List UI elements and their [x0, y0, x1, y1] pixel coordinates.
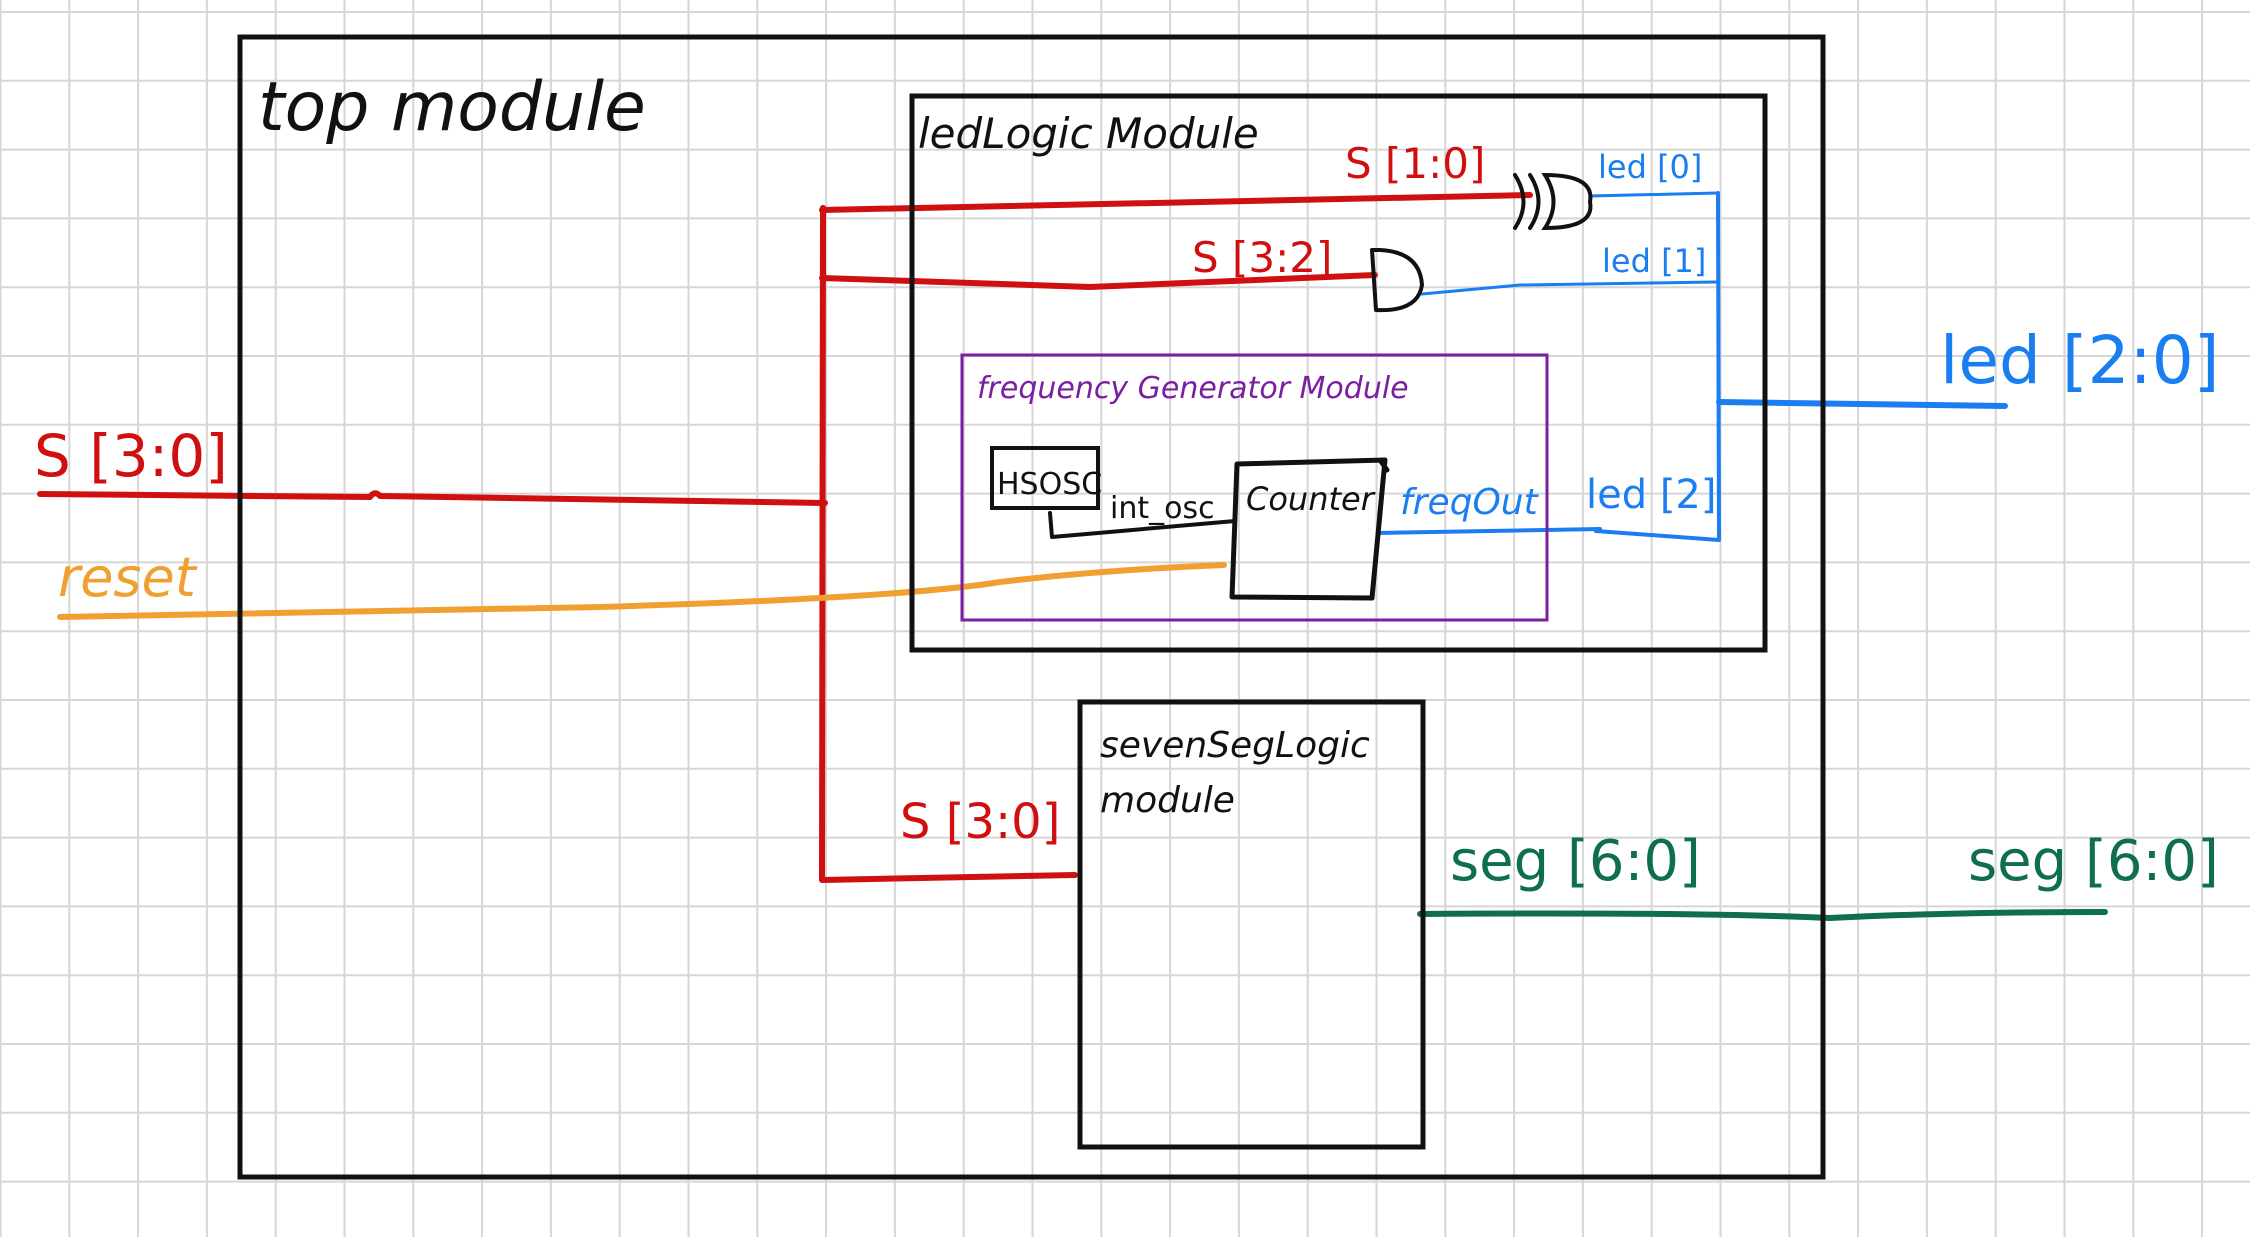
- reset-label: reset: [58, 546, 198, 609]
- led0-label: led [0]: [1598, 148, 1702, 186]
- xor-gate-icon: [1513, 172, 1593, 231]
- seven-seg-module-label: module: [1100, 780, 1235, 821]
- hsosc-label: HSOSC: [997, 467, 1102, 502]
- counter-box: [1229, 457, 1390, 601]
- led1-label: led [1]: [1602, 242, 1706, 280]
- led1-wire: [1420, 280, 1718, 296]
- seg-inner-label: seg [6:0]: [1450, 829, 1701, 894]
- freqout-label: freqOut: [1400, 482, 1540, 523]
- led-out-wire: [1716, 399, 2008, 409]
- and-gate-icon: [1370, 248, 1424, 313]
- top-module-label: top module: [258, 68, 646, 147]
- s-input-label: S [3:0]: [34, 422, 228, 490]
- s-input-wire: [37, 490, 828, 506]
- s-bus-trunk: [819, 205, 1078, 883]
- reset-wire: [57, 562, 1227, 620]
- led-collector: [1594, 191, 1721, 542]
- int-osc-wire: [1048, 511, 1237, 539]
- s-seg-label: S [3:0]: [900, 794, 1060, 850]
- hsosc-box: [990, 446, 1100, 510]
- led2-label: led [2]: [1586, 472, 1717, 518]
- led-logic-module-box: [909, 93, 1768, 653]
- s10-label: S [1:0]: [1345, 139, 1485, 188]
- frequency-generator-module-box: [960, 353, 1549, 622]
- led2-freqout-wire: [1376, 527, 1602, 535]
- led-logic-module-label: ledLogic Module: [918, 109, 1259, 158]
- int-osc-label: int_osc: [1110, 491, 1215, 526]
- seg-out-wire: [1417, 909, 2108, 921]
- counter-label: Counter: [1246, 480, 1376, 518]
- seven-seg-logic-label: sevenSegLogic: [1100, 725, 1370, 766]
- seven-seg-logic-module-box: [1077, 699, 1426, 1150]
- s32-label: S [3:2]: [1192, 233, 1332, 282]
- seg-out-label: seg [6:0]: [1968, 829, 2219, 894]
- frequency-generator-module-label: frequency Generator Module: [977, 371, 1409, 406]
- led0-wire: [1588, 191, 1720, 198]
- led-out-label: led [2:0]: [1940, 322, 2220, 399]
- top-module-box: [237, 34, 1826, 1180]
- s10-wire: [819, 192, 1533, 213]
